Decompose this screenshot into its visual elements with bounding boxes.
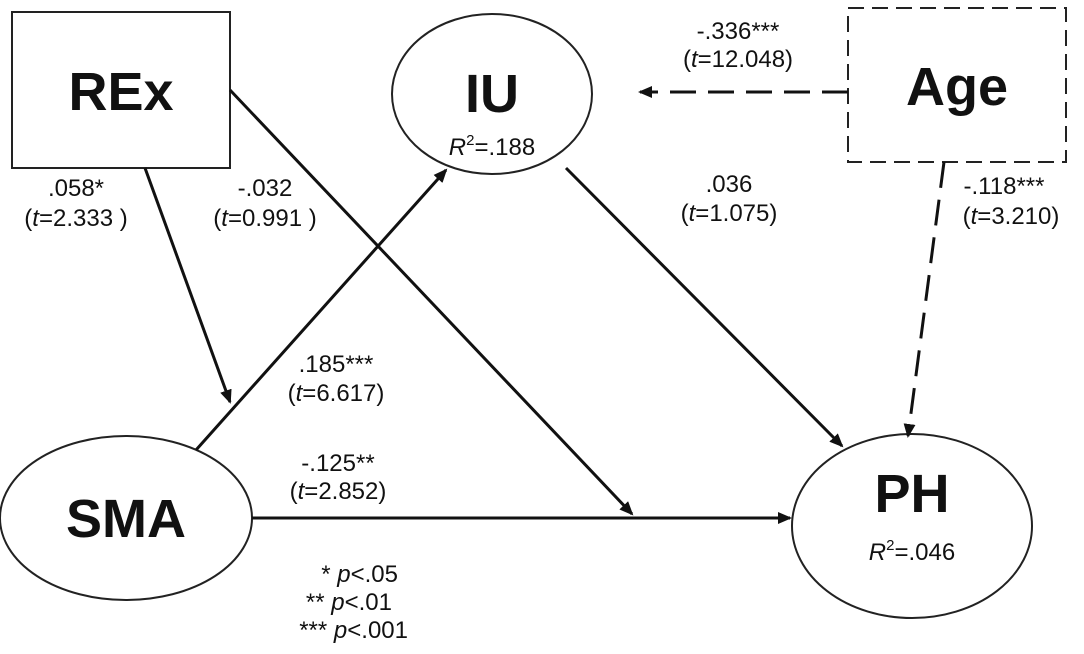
iu-ph-t-open: ( [681,200,689,227]
rex-ph-t-letter: t [221,205,229,232]
label-age-ph: -.118*** (t=3.210) [963,173,1060,230]
arrow-rex-to-sma [143,167,232,404]
sma-iu-t-letter: t [296,380,304,407]
rex-sma-t-value: =2.333 ) [39,205,128,232]
sma-iu-t-open: ( [288,380,296,407]
arrow-sma-to-iu [194,168,448,451]
sma-label: SMA [66,489,186,549]
age-iu-t-open: ( [683,46,691,73]
legend-2-val: <.01 [345,589,392,616]
ph-r2: R2=.046 [869,537,955,566]
iu-ph-t-letter: t [689,200,697,227]
sma-ph-t: (t=2.852) [290,478,387,505]
ph-r2-sup: 2 [886,537,894,554]
rex-label: REx [68,62,173,122]
rex-sma-coef: .058* [48,175,104,202]
rex-sma-t-open: ( [24,205,32,232]
sma-iu-t: (t=6.617) [288,380,385,407]
label-sma-ph: -.125** (t=2.852) [290,450,387,505]
age-box [847,7,1067,163]
ph-r2-letter: R [869,539,886,566]
legend-3-p: p [333,617,347,644]
age-iu-t: (t=12.048) [683,46,793,73]
rex-ph-t-open: ( [213,205,221,232]
age-ph-t: (t=3.210) [963,203,1060,230]
label-age-iu: -.336*** (t=12.048) [683,18,793,73]
rex-sma-t: (t=2.333 ) [24,205,127,232]
arrow-rex-to-ph [228,88,634,516]
legend-3-stars: *** [299,617,334,644]
age-label: Age [906,57,1008,117]
arrow-iu-to-ph [564,166,844,448]
sma-iu-coef: .185*** [299,351,374,378]
legend-2-stars: ** [306,589,331,616]
age-ph-coef: -.118*** [964,173,1045,200]
rex-ph-coef: -.032 [238,175,293,202]
significance-legend: * p<.05 ** p<.01 *** p<.001 [299,561,408,644]
rex-ph-t-value: =0.991 ) [228,205,317,232]
legend-2-p: p [330,589,344,616]
age-iu-t-value: =12.048) [698,46,793,73]
legend-line-2: ** p<.01 [306,589,392,616]
age-ph-t-letter: t [971,203,979,230]
sma-ph-t-value: =2.852) [304,478,386,505]
rex-sma-t-letter: t [32,205,40,232]
age-iu-coef: -.336*** [697,18,780,45]
sma-iu-t-value: =6.617) [302,380,384,407]
iu-ph-t-value: =1.075) [695,200,777,227]
legend-line-1: * p<.05 [321,561,398,588]
age-ph-t-open: ( [963,203,971,230]
label-rex-sma: .058* (t=2.333 ) [24,175,127,232]
legend-1-stars: * [321,561,337,588]
sma-ph-t-open: ( [290,478,298,505]
ph-r2-value: =.046 [894,539,955,566]
iu-ph-t: (t=1.075) [681,200,778,227]
iu-label: IU [465,64,519,124]
label-sma-iu: .185*** (t=6.617) [288,351,385,407]
arrow-age-to-ph [903,161,946,438]
iu-ph-coef: .036 [706,171,753,198]
legend-line-3: *** p<.001 [299,617,408,644]
age-iu-t-letter: t [691,46,699,73]
label-iu-ph: .036 (t=1.075) [681,171,778,227]
ph-label: PH [874,464,949,524]
iu-r2-letter: R [449,134,466,161]
iu-r2-sup: 2 [466,132,474,149]
rex-box [11,11,231,169]
sma-ph-t-letter: t [298,478,306,505]
label-rex-ph: -.032 (t=0.991 ) [213,175,316,232]
legend-1-p: p [336,561,350,588]
iu-r2-value: =.188 [474,134,535,161]
rex-ph-t: (t=0.991 ) [213,205,316,232]
legend-3-val: <.001 [347,617,408,644]
sma-ph-coef: -.125** [301,450,374,477]
age-ph-t-value: =3.210) [977,203,1059,230]
legend-1-val: <.05 [351,561,398,588]
ph-ellipse [791,433,1033,619]
iu-ellipse [391,13,593,175]
iu-r2: R2=.188 [449,132,535,161]
